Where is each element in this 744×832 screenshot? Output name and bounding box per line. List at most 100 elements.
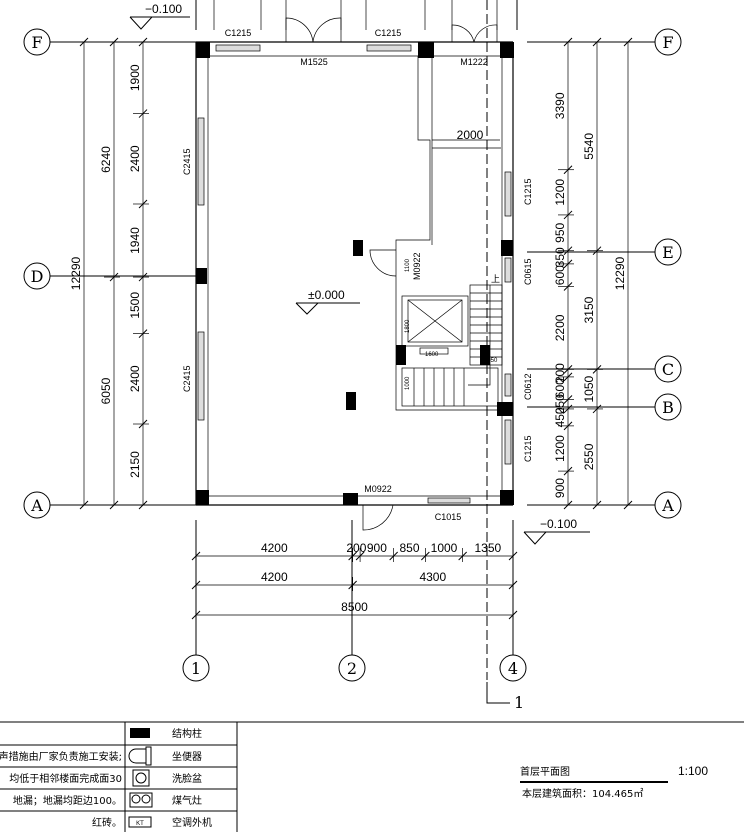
drawing-scale: 1:100 bbox=[678, 764, 708, 778]
elevation-marker-center: ±0.000 bbox=[295, 288, 360, 315]
grid-bubble-B-right: B bbox=[654, 393, 682, 421]
window-label: C0612 bbox=[523, 373, 533, 400]
dimension-label: 4200 bbox=[261, 541, 288, 555]
door-label: M1222 bbox=[460, 57, 488, 67]
elevator-depth-dim: 1800 bbox=[405, 319, 411, 333]
floor-area: 本层建筑面积：104.465㎡ bbox=[522, 787, 643, 800]
dimension-label: 200 bbox=[553, 363, 567, 383]
dimension-label: 900 bbox=[553, 478, 567, 498]
legend-item-ac-unit: KT 空调外机 bbox=[128, 816, 212, 829]
dimension-label: 350 bbox=[553, 247, 567, 267]
dimension-label: 600 bbox=[553, 265, 567, 285]
legend-item-gas-stove: 煤气灶 bbox=[129, 792, 202, 808]
dimension-label: 3390 bbox=[553, 92, 567, 119]
gas-stove-icon bbox=[129, 792, 153, 808]
section-mark: 1 bbox=[514, 693, 524, 712]
dimension-label: 950 bbox=[553, 222, 567, 242]
left-dims-outer: 12290 bbox=[69, 37, 90, 510]
dimension-label: 1050 bbox=[582, 375, 596, 402]
toilet-icon bbox=[128, 746, 152, 766]
dimension-label: 4200 bbox=[261, 570, 288, 584]
legend-label: 煤气灶 bbox=[172, 794, 202, 807]
elevation-marker-top-left: −0.100 bbox=[129, 2, 190, 30]
dimension-label: 450 bbox=[553, 407, 567, 427]
right-dims-middle: 5540 3150 1050 2550 bbox=[582, 37, 603, 510]
section-line: 1 bbox=[486, 0, 524, 712]
svg-text:−0.100: −0.100 bbox=[145, 2, 182, 16]
dimension-label: 1200 bbox=[553, 179, 567, 206]
grid-bubble-1: 1 bbox=[182, 654, 210, 682]
grid-bubble-A-left: A bbox=[23, 491, 51, 519]
dimension-label: 6050 bbox=[99, 377, 113, 404]
grid-bubble-F-right: F bbox=[654, 28, 682, 56]
bottom-dims-row3: 8500 bbox=[191, 600, 518, 621]
legend-note: 声措施由厂家负责施工安装; bbox=[0, 750, 122, 763]
dimension-label: 2150 bbox=[128, 451, 142, 478]
svg-text:1: 1 bbox=[191, 659, 201, 678]
svg-text:B: B bbox=[662, 398, 674, 417]
dimension-label: 1940 bbox=[128, 227, 142, 254]
elevator-dim: 1600 bbox=[425, 352, 439, 358]
window-label: C1015 bbox=[435, 512, 462, 522]
bottom-dims-row2: 4200 4300 bbox=[191, 570, 518, 591]
grid-bubble-F-left: F bbox=[23, 28, 51, 56]
ac-unit-icon: KT bbox=[128, 816, 152, 828]
svg-text:A: A bbox=[30, 496, 43, 515]
door-dim: 1100 bbox=[405, 258, 411, 272]
legend-label: 洗脸盆 bbox=[172, 772, 202, 785]
drawing-title: 首层平面图 bbox=[520, 765, 570, 778]
door-label: M0922 bbox=[364, 484, 392, 494]
svg-text:E: E bbox=[662, 243, 674, 262]
right-dims-outer: 12290 bbox=[613, 37, 634, 510]
dimension-label: 6240 bbox=[99, 146, 113, 173]
dimension-label: 12290 bbox=[69, 256, 83, 290]
dimension-label: 200 bbox=[346, 541, 366, 555]
grid-bubble-C-right: C bbox=[654, 355, 682, 383]
dimension-label: 1200 bbox=[553, 435, 567, 462]
dimension-label: 1000 bbox=[431, 541, 458, 555]
legend-item-toilet: 坐便器 bbox=[128, 746, 202, 766]
stair-dim: 1050 bbox=[484, 358, 498, 364]
legend-table bbox=[0, 722, 238, 832]
dimension-label: 2550 bbox=[582, 443, 596, 470]
dimension-label: 850 bbox=[399, 541, 419, 555]
svg-text:F: F bbox=[662, 33, 673, 52]
svg-text:C: C bbox=[662, 360, 674, 379]
dimension-label: 3150 bbox=[582, 296, 596, 323]
washbasin-icon bbox=[132, 769, 150, 787]
window-label: C2415 bbox=[182, 365, 192, 392]
elevation-marker-bottom-right: −0.100 bbox=[523, 517, 590, 545]
window-label: C1215 bbox=[523, 435, 533, 462]
left-dims-middle: 6240 6050 bbox=[99, 37, 120, 510]
dimension-label: 5540 bbox=[582, 133, 596, 160]
grid-bubble-E-right: E bbox=[654, 238, 682, 266]
dimension-label: 12290 bbox=[613, 256, 627, 290]
svg-text:4: 4 bbox=[508, 659, 518, 678]
svg-text:−0.100: −0.100 bbox=[540, 517, 577, 531]
window-label: C1215 bbox=[523, 178, 533, 205]
legend-label: 空调外机 bbox=[172, 816, 212, 829]
dimension-label: 900 bbox=[367, 541, 387, 555]
legend-label: 坐便器 bbox=[172, 750, 202, 763]
window-label: C1215 bbox=[375, 28, 402, 38]
legend-item-washbasin: 洗脸盆 bbox=[132, 769, 202, 787]
door-label: M0922 bbox=[412, 252, 422, 280]
structural-columns bbox=[196, 42, 514, 505]
legend-item-structural-column: 结构柱 bbox=[130, 727, 202, 740]
corridor-dim: 2000 bbox=[432, 128, 501, 149]
dimension-label: 4300 bbox=[419, 570, 446, 584]
dimension-label: 2200 bbox=[553, 314, 567, 341]
dimension-label: 2400 bbox=[128, 145, 142, 172]
grid-bubble-2: 2 bbox=[338, 654, 366, 682]
stair-up-label: 上 bbox=[491, 274, 500, 284]
svg-text:2: 2 bbox=[347, 659, 357, 678]
grid-bubble-A-right: A bbox=[654, 491, 682, 519]
window-label: C0615 bbox=[523, 258, 533, 285]
legend-note: 红砖。 bbox=[92, 816, 122, 829]
svg-text:±0.000: ±0.000 bbox=[308, 288, 345, 302]
dimension-label: 1900 bbox=[128, 64, 142, 91]
structural-column-icon bbox=[130, 728, 150, 738]
